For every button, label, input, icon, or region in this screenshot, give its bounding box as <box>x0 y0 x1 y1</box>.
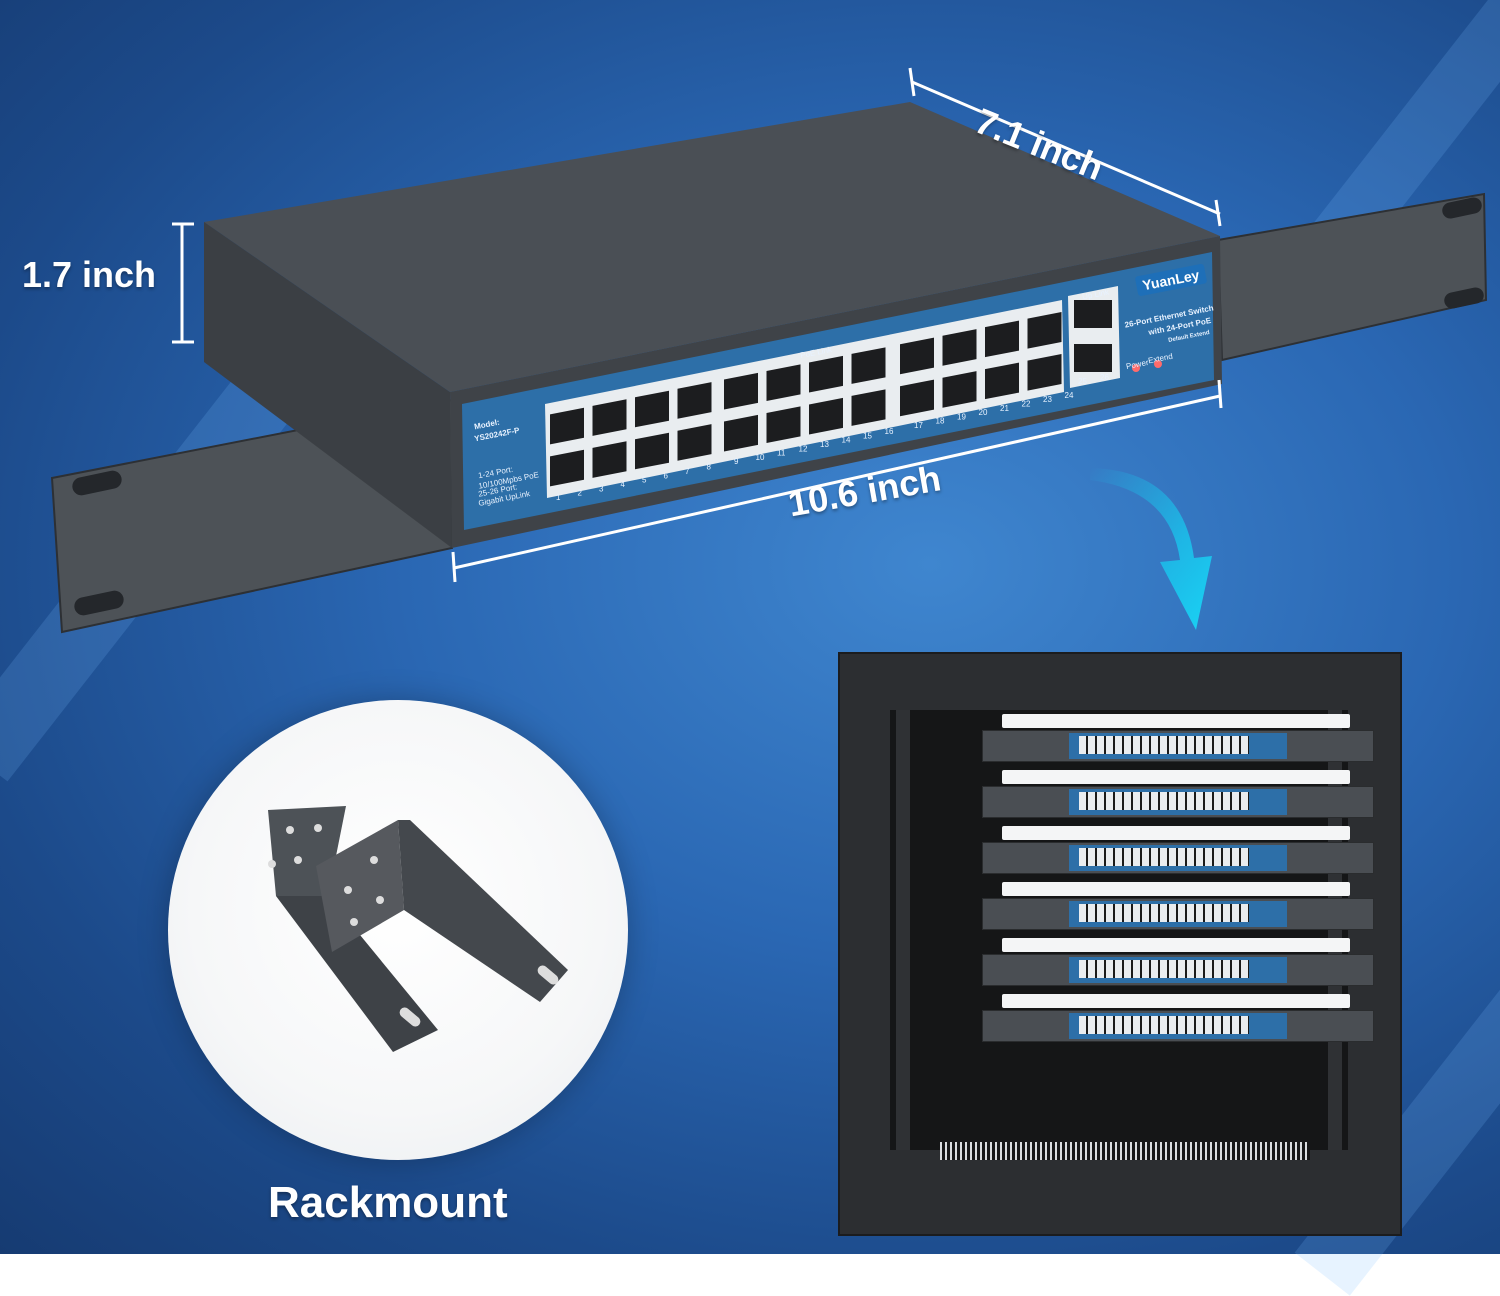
rj45-port <box>550 449 584 487</box>
rj45-port <box>985 362 1019 400</box>
port-number-label: 19 <box>957 412 966 421</box>
rj45-port <box>809 355 843 393</box>
port-number-label: 8 <box>707 463 712 472</box>
uplink-port <box>1074 344 1112 372</box>
rj45-port <box>851 347 886 384</box>
switch-ports <box>1079 848 1249 866</box>
rj45-port <box>809 397 843 435</box>
uplink-port <box>1074 300 1112 328</box>
rack-mounted-switch <box>982 842 1374 874</box>
port-number-label: 17 <box>914 421 923 430</box>
switch-top <box>204 102 1220 392</box>
rj45-port <box>550 407 584 445</box>
port-number-label: 22 <box>1022 399 1031 408</box>
rack-mounted-switch <box>982 898 1374 930</box>
port-number-label: 21 <box>1000 404 1009 413</box>
port-number-label: 7 <box>685 467 690 476</box>
uplink-number-label: 26 <box>1100 373 1109 382</box>
port-block <box>545 300 1064 498</box>
rack-shelf <box>1002 938 1350 952</box>
switch-ports <box>1079 1016 1249 1034</box>
rack-mounted-switch <box>982 1010 1374 1042</box>
switch-ports <box>1079 736 1249 754</box>
port-number-label: 10 <box>756 453 765 462</box>
switch-ports <box>1079 904 1249 922</box>
port-number-label: 13 <box>820 440 829 449</box>
rack-shelf <box>1002 882 1350 896</box>
rj45-port <box>1027 354 1062 391</box>
rj45-port <box>592 399 627 436</box>
rack-shelf <box>1002 770 1350 784</box>
port-number-label: 9 <box>734 457 739 466</box>
rj45-port <box>677 382 712 419</box>
port-number-label: 14 <box>842 436 851 445</box>
rj45-port <box>942 371 977 408</box>
port-number-label: 24 <box>1065 391 1074 400</box>
rj45-port <box>766 364 801 401</box>
rj45-port <box>677 424 712 461</box>
rack-shelf <box>1002 994 1350 1008</box>
rackmount-bracket-image <box>168 700 628 1160</box>
port-number-label: 18 <box>936 417 945 426</box>
port-number-label: 23 <box>1043 395 1052 404</box>
port-number-label: 2 <box>578 489 583 498</box>
rj45-port <box>635 390 669 428</box>
switch-illustration <box>50 102 1488 634</box>
cabinet-vent <box>940 1142 1310 1160</box>
port-number-label: 1 <box>556 493 561 502</box>
switch-ports <box>1079 960 1249 978</box>
bracket-icon <box>268 806 568 1052</box>
rack-mounted-switch <box>982 730 1374 762</box>
rj45-port <box>1027 312 1062 349</box>
cabinet-interior <box>890 710 1374 1150</box>
rj45-port <box>724 414 758 452</box>
led-indicator <box>1132 364 1140 372</box>
rack-mounted-switch <box>982 954 1374 986</box>
rj45-port <box>985 320 1019 358</box>
height-dimension-label: 1.7 inch <box>22 254 157 295</box>
rackmount-label: Rackmount <box>268 1178 508 1227</box>
rj45-port <box>592 441 627 478</box>
switch-side <box>204 222 452 548</box>
port-number-label: 15 <box>863 431 872 440</box>
rj45-port <box>851 389 886 426</box>
rack-mounted-switch <box>982 786 1374 818</box>
port-number-label: 6 <box>664 471 669 480</box>
led-indicator <box>1154 360 1162 368</box>
rj45-port <box>900 379 934 417</box>
port-number-label: 3 <box>599 484 604 493</box>
rj45-port <box>635 432 669 470</box>
port-number-label: 5 <box>642 476 647 485</box>
port-number-label: 20 <box>979 408 988 417</box>
rj45-port <box>766 406 801 443</box>
port-number-label: 12 <box>799 444 808 453</box>
rack-cabinet <box>838 652 1402 1236</box>
uplink-number-label: 25 <box>1078 377 1087 386</box>
switch-ports <box>1079 792 1249 810</box>
rack-rail-left <box>896 710 910 1150</box>
rj45-port <box>942 329 977 366</box>
port-number-label: 16 <box>885 427 894 436</box>
arrow-down-icon <box>1090 468 1212 630</box>
port-number-label: 11 <box>777 449 786 458</box>
port-number-label: 4 <box>621 480 626 489</box>
rj45-port <box>724 372 758 410</box>
rack-shelf <box>1002 714 1350 728</box>
rj45-port <box>900 337 934 375</box>
rack-shelf <box>1002 826 1350 840</box>
